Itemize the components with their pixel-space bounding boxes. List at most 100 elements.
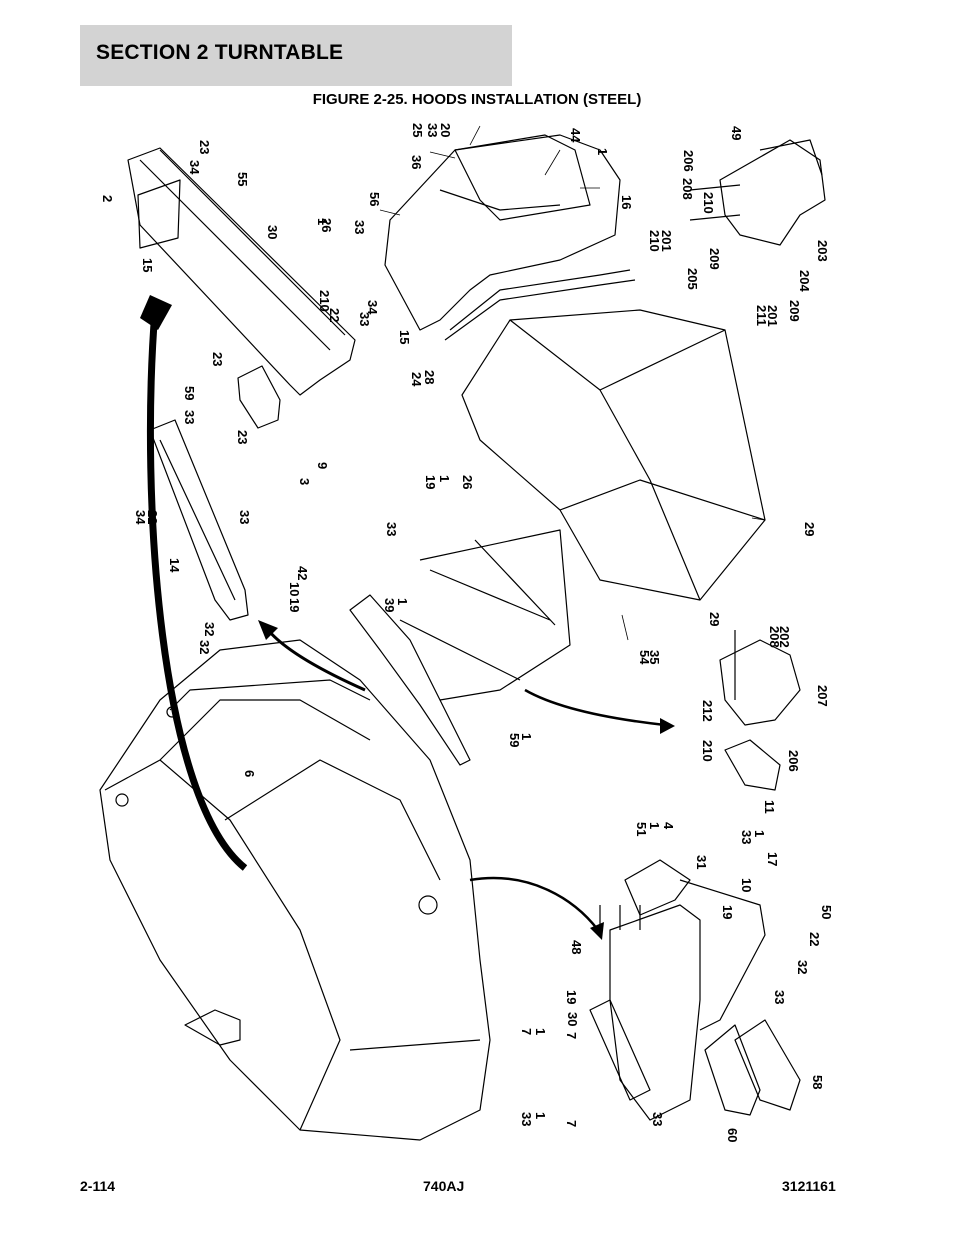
- part-callout-205: 205: [685, 268, 700, 290]
- part-callout-20: 20: [438, 123, 453, 137]
- flow-arrow-upper: [258, 620, 366, 692]
- model-number: 740AJ: [423, 1178, 465, 1194]
- part-callout-15: 15: [397, 330, 412, 344]
- section-banner: SECTION 2 TURNTABLE: [80, 25, 512, 86]
- part-callout-7: 7: [519, 1028, 534, 1035]
- part-callout-4: 4: [661, 822, 676, 830]
- part-callout-39: 39: [382, 598, 397, 612]
- part-callout-1: 1: [395, 598, 410, 605]
- part-callout-26: 26: [319, 218, 334, 232]
- part-callout-10: 10: [287, 582, 302, 596]
- part-callout-2: 2: [100, 195, 115, 202]
- part-callout-206: 206: [681, 150, 696, 172]
- part-callout-59: 59: [507, 733, 522, 747]
- part-callout-44: 44: [568, 128, 583, 143]
- part-callout-1: 1: [533, 1028, 548, 1035]
- part-callout-26: 26: [460, 475, 475, 489]
- flow-arrow-left: [140, 295, 248, 871]
- hinge-part-212: [719, 639, 801, 726]
- part-callout-208: 208: [680, 178, 695, 200]
- part-callout-208: 208: [767, 626, 782, 648]
- part-callout-50: 50: [819, 905, 834, 919]
- part-callout-1: 1: [519, 733, 534, 740]
- part-callout-31: 31: [694, 855, 709, 869]
- part-callout-34: 34: [133, 510, 148, 525]
- part-callout-22: 22: [807, 932, 822, 946]
- part-callout-15: 15: [140, 258, 155, 272]
- part-callout-210: 210: [647, 230, 662, 252]
- part-callout-1: 1: [533, 1112, 548, 1119]
- part-callout-33: 33: [739, 830, 754, 844]
- part-callout-1: 1: [752, 830, 767, 837]
- part-callout-207: 207: [815, 685, 830, 707]
- part-callout-28: 28: [422, 370, 437, 384]
- hood-part-56: [384, 134, 621, 331]
- part-callout-29: 29: [707, 612, 722, 626]
- part-callout-7: 7: [564, 1032, 579, 1039]
- part-callout-30: 30: [565, 1012, 580, 1026]
- panel-part-48: [609, 904, 701, 1121]
- part-callout-23: 23: [197, 140, 212, 154]
- part-callout-211: 211: [754, 305, 769, 326]
- bracket-part-204: [719, 139, 826, 246]
- part-callout-48: 48: [569, 940, 584, 954]
- part-callout-30: 30: [265, 225, 280, 239]
- part-callout-33: 33: [650, 1112, 665, 1126]
- part-callout-22: 22: [327, 308, 342, 322]
- part-callout-33: 33: [384, 522, 399, 536]
- part-callout-42: 42: [295, 566, 310, 580]
- flow-arrow-middle: [524, 688, 675, 734]
- page-number: 2-114: [80, 1178, 116, 1194]
- bracket-part-15-upper: [137, 179, 181, 249]
- part-callout-34: 34: [365, 300, 380, 315]
- manual-number: 3121161: [782, 1178, 836, 1194]
- part-callout-209: 209: [787, 300, 802, 322]
- part-callout-6: 6: [242, 770, 257, 777]
- part-callout-1: 1: [647, 822, 662, 829]
- part-callout-1: 1: [437, 475, 452, 482]
- part-callout-25: 25: [410, 123, 425, 137]
- tube-part-60: [589, 999, 651, 1101]
- part-callout-59: 59: [182, 386, 197, 400]
- part-callout-202: 202: [777, 626, 792, 648]
- part-callout-204: 204: [797, 270, 812, 292]
- rail-part-55: [127, 147, 356, 396]
- part-callout-22: 22: [145, 510, 160, 524]
- part-callout-23: 23: [210, 352, 225, 366]
- cover-part-36: [454, 134, 591, 221]
- part-callout-49: 49: [729, 126, 744, 140]
- part-callout-203: 203: [815, 240, 830, 262]
- turntable-body-part-51: [99, 639, 491, 1141]
- part-callout-1: 1: [315, 218, 330, 225]
- part-callout-17: 17: [765, 852, 780, 866]
- part-callout-34: 34: [187, 160, 202, 175]
- part-callout-19: 19: [564, 990, 579, 1004]
- part-callout-210: 210: [700, 740, 715, 762]
- hood-part-54: [461, 309, 766, 601]
- part-callout-33: 33: [357, 312, 372, 326]
- part-callout-23: 23: [235, 430, 250, 444]
- part-callout-19: 19: [287, 598, 302, 612]
- part-callout-32: 32: [197, 640, 212, 654]
- part-callout-1: 1: [595, 148, 610, 155]
- part-callout-206: 206: [786, 750, 801, 772]
- part-callout-33: 33: [772, 990, 787, 1004]
- part-callout-29: 29: [802, 522, 817, 536]
- part-callout-36: 36: [409, 155, 424, 169]
- part-callout-54: 54: [637, 650, 652, 665]
- part-callout-33: 33: [352, 220, 367, 234]
- part-callout-3: 3: [297, 478, 312, 485]
- part-callout-33: 33: [237, 510, 252, 524]
- part-callout-58: 58: [810, 1075, 825, 1089]
- part-callout-210: 210: [701, 192, 716, 214]
- part-callout-19: 19: [720, 905, 735, 919]
- part-callout-51: 51: [634, 822, 649, 836]
- part-callout-9: 9: [315, 462, 330, 469]
- part-callout-56: 56: [367, 192, 382, 206]
- rail-part-42: [149, 419, 249, 621]
- section-title: SECTION 2 TURNTABLE: [96, 41, 344, 64]
- part-callout-11: 11: [762, 800, 777, 814]
- part-callout-32: 32: [202, 622, 217, 636]
